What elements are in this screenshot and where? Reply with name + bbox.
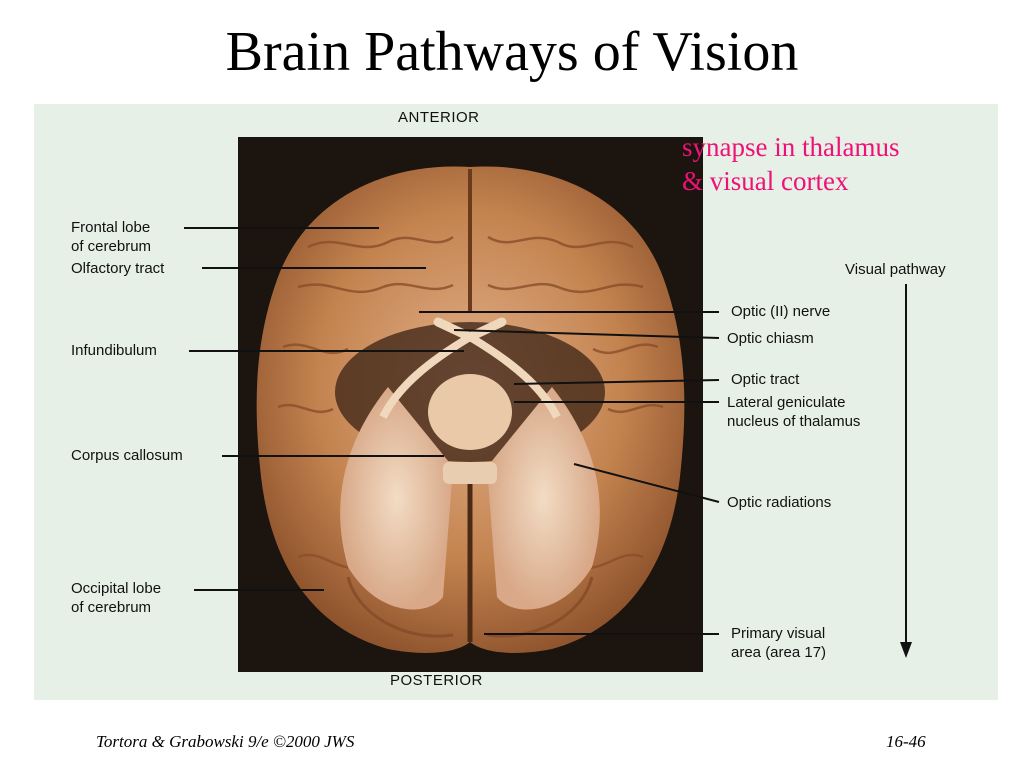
label-optic-chiasm: Optic chiasm — [727, 330, 814, 347]
label-optic-nerve: Optic (II) nerve — [731, 303, 831, 320]
label-optic-tract: Optic tract — [731, 371, 800, 388]
label-infundibulum: Infundibulum — [71, 342, 157, 359]
posterior-label: POSTERIOR — [390, 672, 483, 689]
slide-title: Brain Pathways of Vision — [225, 21, 799, 83]
label-lateral-geniculate: Lateral geniculate nucleus of thalamus — [727, 394, 861, 430]
label-frontal-lobe: Frontal lobe of cerebrum — [71, 219, 152, 255]
note-line-2: & visual cortex — [682, 166, 849, 196]
brain-photo — [238, 137, 703, 672]
synapse-note: synapse in thalamus & visual cortex — [682, 130, 899, 198]
label-occipital-lobe: Occipital lobe of cerebrum — [71, 580, 162, 616]
label-optic-radiations: Optic radiations — [727, 494, 832, 511]
brain-figure: ANTERIOR POSTERIOR synapse in thalamus &… — [34, 104, 998, 700]
footer-page-number: 16-46 — [886, 732, 926, 751]
note-line-1: synapse in thalamus — [682, 132, 900, 162]
label-corpus-callosum: Corpus callosum — [71, 447, 183, 464]
visual-pathway-label: Visual pathway — [845, 261, 946, 278]
label-olfactory-tract: Olfactory tract — [71, 260, 165, 277]
footer-citation: Tortora & Grabowski 9/e ©2000 JWS — [96, 732, 355, 751]
label-primary-visual-area: Primary visual area (area 17) — [731, 625, 827, 661]
arrow-head-icon — [900, 642, 912, 658]
anterior-label: ANTERIOR — [398, 109, 480, 126]
